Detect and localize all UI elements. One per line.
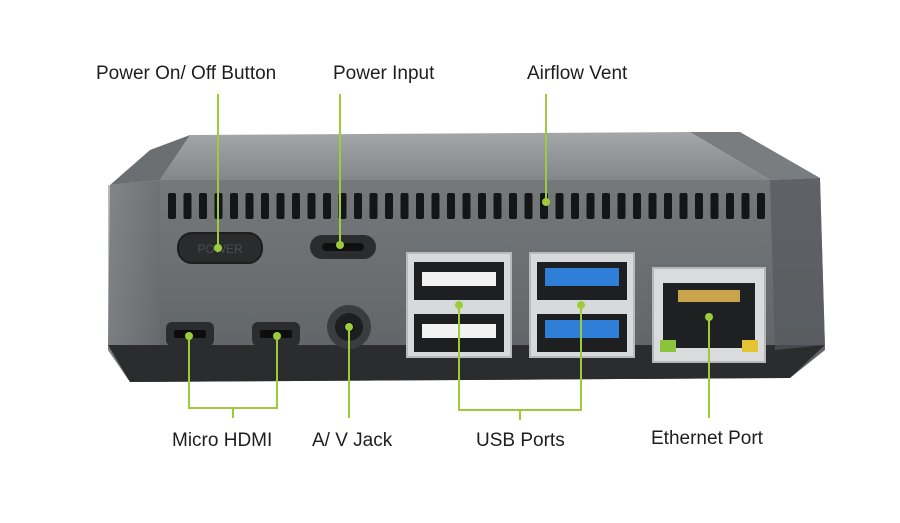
airflow-vent-slots [168, 193, 765, 219]
vent-slot [741, 193, 750, 219]
vent-slot [431, 193, 440, 219]
vent-slot [695, 193, 703, 219]
vent-slot [276, 193, 285, 219]
vent-slot [292, 193, 300, 219]
vent-slot [183, 193, 192, 219]
label-micro-hdmi: Micro HDMI [172, 430, 273, 451]
vent-slot [385, 193, 393, 219]
vent-slot [354, 193, 362, 219]
vent-slot [617, 193, 626, 219]
vent-slot [633, 193, 641, 219]
vent-slot [555, 193, 564, 219]
vent-slot [602, 193, 610, 219]
label-airflow-vent: Airflow Vent [527, 63, 628, 84]
vent-slot [369, 193, 378, 219]
vent-slot [307, 193, 316, 219]
vent-slot [493, 193, 502, 219]
vent-slot [416, 193, 424, 219]
vent-slot [710, 193, 719, 219]
label-usb-ports: USB Ports [476, 430, 565, 451]
leader-lines [185, 94, 713, 420]
vent-slot [509, 193, 517, 219]
usb2-ports [406, 252, 512, 358]
label-power-input: Power Input [333, 63, 435, 84]
label-ethernet-port: Ethernet Port [651, 428, 763, 449]
vent-slot [245, 193, 254, 219]
vent-slot [168, 193, 176, 219]
vent-slot [261, 193, 269, 219]
vent-slot [571, 193, 579, 219]
vent-slot [323, 193, 331, 219]
case-top [110, 132, 820, 185]
vent-slot [757, 193, 765, 219]
vent-slot [726, 193, 734, 219]
vent-slot [524, 193, 533, 219]
vent-slot [230, 193, 238, 219]
vent-slot [400, 193, 409, 219]
vent-slot [478, 193, 486, 219]
vent-slot [462, 193, 471, 219]
vent-slot [648, 193, 657, 219]
vent-slot [586, 193, 595, 219]
label-power-button: Power On/ Off Button [96, 63, 277, 84]
vent-slot [199, 193, 207, 219]
vent-slot [664, 193, 672, 219]
label-av-jack: A/ V Jack [312, 430, 393, 451]
vent-slot [679, 193, 688, 219]
vent-slot [447, 193, 455, 219]
